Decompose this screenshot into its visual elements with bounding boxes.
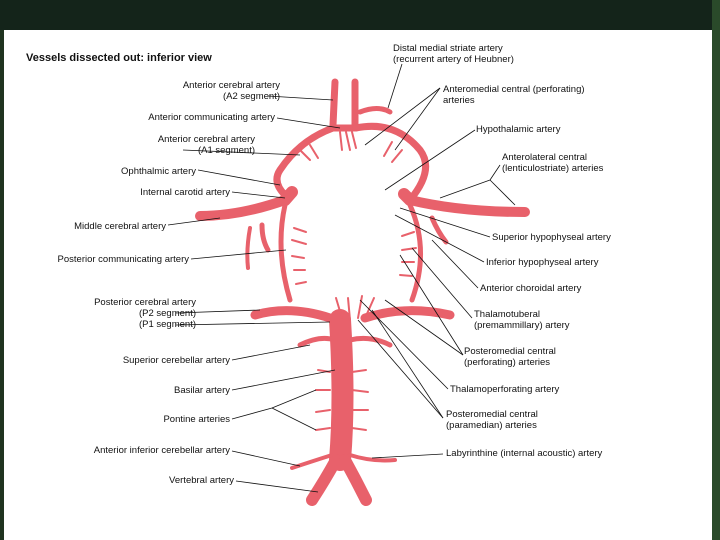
aca-a1-right xyxy=(352,122,430,204)
label-labyrinthine: Labyrinthine (internal acoustic) artery xyxy=(446,448,603,459)
slide-top-band xyxy=(0,0,720,30)
slide-side-band xyxy=(712,0,720,540)
figure-title: Vessels dissected out: inferior view xyxy=(26,52,212,64)
label-pontine: Pontine arteries xyxy=(163,414,230,425)
label-posteromedial-paramedian: Posteromedial central (paramedian) arter… xyxy=(446,409,538,431)
label-anteromedial-line1: Anteromedial central (perforating) xyxy=(443,84,585,95)
basilar xyxy=(329,309,354,471)
label-aca-a2: Anterior cerebral artery (A2 segment) xyxy=(150,80,280,102)
label-heubner: Distal medial striate artery (recurrent … xyxy=(393,43,514,65)
label-thalamotuberal-line1: Thalamotuberal xyxy=(474,309,541,320)
label-anteromedial-line2: arteries xyxy=(443,95,475,106)
label-vertebral: Vertebral artery xyxy=(169,475,234,486)
label-pcom: Posterior communicating artery xyxy=(57,254,189,265)
aica-left xyxy=(290,453,334,470)
figure-panel xyxy=(4,30,716,540)
label-pca-line3: (P1 segment) xyxy=(138,319,196,330)
label-aica: Anterior inferior cerebellar artery xyxy=(93,445,230,456)
aca-a2-left xyxy=(329,78,339,129)
sca-left xyxy=(297,335,338,348)
mca-branch-left xyxy=(259,222,271,253)
label-ant-choroidal: Anterior choroidal artery xyxy=(480,283,582,294)
label-posteromedial-paramedian-line2: (paramedian) arteries xyxy=(446,420,537,431)
label-thalamotuberal-line2: (premammillary) artery xyxy=(474,320,570,331)
label-aca-a2-line1: Anterior cerebral artery xyxy=(182,80,280,91)
label-posteromedial-perforating-line2: (perforating) arteries xyxy=(464,357,551,368)
label-posteromedial-paramedian-line1: Posteromedial central xyxy=(446,409,538,420)
label-inf-hypophyseal: Inferior hypophyseal artery xyxy=(486,257,599,268)
label-sup-hypophyseal: Superior hypophyseal artery xyxy=(492,232,611,243)
mca-left xyxy=(195,195,290,221)
label-sca: Superior cerebellar artery xyxy=(122,355,230,366)
vertebral-right xyxy=(339,454,372,506)
label-acom: Anterior communicating artery xyxy=(148,112,275,123)
label-anteromedial: Anteromedial central (perforating) arter… xyxy=(443,84,585,106)
mca-right xyxy=(405,195,530,217)
pca-right xyxy=(360,306,455,323)
label-heubner-line2: (recurrent artery of Heubner) xyxy=(393,54,514,65)
label-aca-a2-line2: (A2 segment) xyxy=(222,91,280,102)
label-aca-a1-line1: Anterior cerebral artery xyxy=(157,134,255,145)
label-aca-a1-line2: (A1 segment) xyxy=(197,145,255,156)
label-anterolateral-line2: (lenticulostriate) arteries xyxy=(502,163,604,174)
label-basilar: Basilar artery xyxy=(174,385,230,396)
mca-branch-left-2 xyxy=(245,226,252,270)
label-pca-line1: Posterior cerebral artery xyxy=(94,297,196,308)
pcom-right xyxy=(407,202,423,303)
heubner-artery xyxy=(357,106,393,115)
label-hypothalamic: Hypothalamic artery xyxy=(476,124,561,135)
vertebral-left xyxy=(306,454,342,506)
label-ica: Internal carotid artery xyxy=(140,187,230,198)
label-pca-line2: (P2 segment) xyxy=(138,308,196,319)
aca-a1-left xyxy=(273,124,337,199)
label-ophthalmic: Ophthalmic artery xyxy=(121,166,196,177)
aica-right xyxy=(348,453,397,463)
label-posteromedial-perforating-line1: Posteromedial central xyxy=(464,346,556,357)
label-anterolateral: Anterolateral central (lenticulostriate)… xyxy=(502,152,603,174)
label-aca-a1: Anterior cerebral artery (A1 segment) xyxy=(100,134,255,156)
mca-branch-right xyxy=(429,215,449,245)
ica-left xyxy=(279,186,298,206)
label-anterolateral-line1: Anterolateral central xyxy=(502,152,588,163)
label-posteromedial-perforating: Posteromedial central (perforating) arte… xyxy=(464,346,556,368)
ica-right xyxy=(398,188,416,206)
label-thalamotuberal: Thalamotuberal (premammillary) artery xyxy=(474,309,570,331)
pca-left xyxy=(250,306,335,323)
label-pca: Posterior cerebral artery (P2 segment) (… xyxy=(60,297,196,330)
label-mca: Middle cerebral artery xyxy=(74,221,166,232)
pcom-left xyxy=(278,202,293,303)
sca-right xyxy=(347,335,393,348)
label-thalamoperforating: Thalamoperforating artery xyxy=(450,384,560,395)
label-heubner-line1: Distal medial striate artery xyxy=(393,43,503,54)
